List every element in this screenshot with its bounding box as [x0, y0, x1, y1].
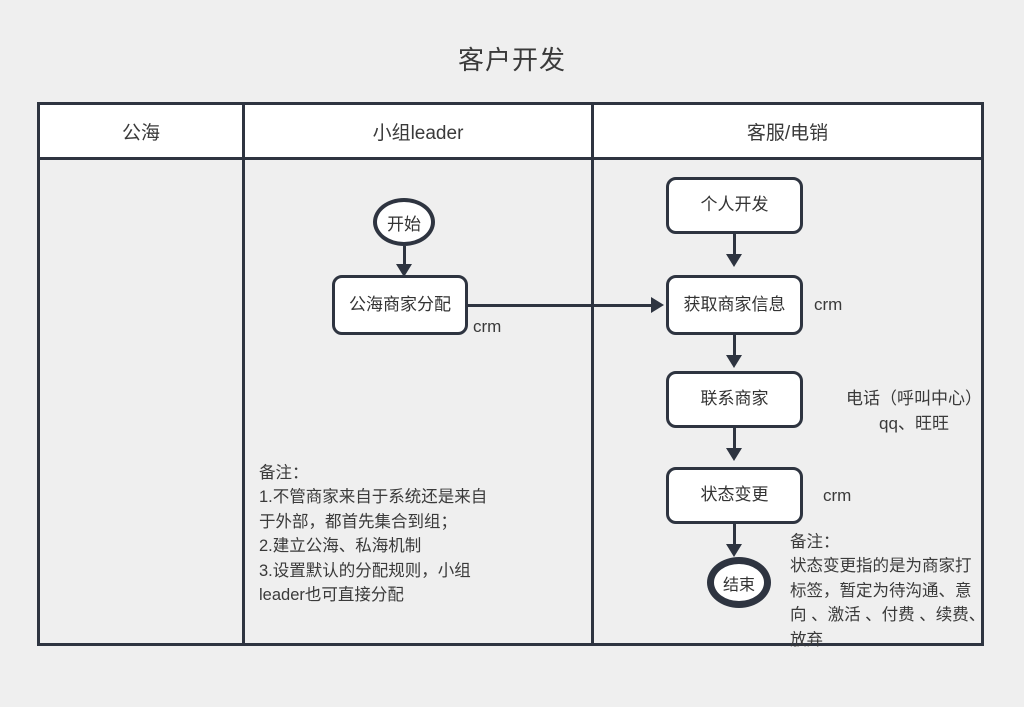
swimlane-diagram: 公海 小组leader 客服/电销 开始 公海商家分配 crm 备注： 1.不管… — [37, 102, 985, 649]
lane-header-service-telesales: 客服/电销 — [746, 122, 829, 144]
note-service-telesales: 备注： 状态变更指的是为商家打标签，暂定为待沟通、意向 、激活 、付费 、续费、… — [790, 533, 986, 649]
contact-channel-line-2: qq、旺旺 — [879, 413, 949, 433]
contact-channel-line-1: 电话（呼叫中心） — [846, 389, 982, 408]
edge-label-status-change-crm: crm — [823, 486, 852, 505]
connector-start-to-allocate — [403, 246, 406, 266]
arrowhead-start-to-allocate — [396, 264, 412, 277]
side-label-contact-channels: 电话（呼叫中心） qq、旺旺 — [814, 387, 1014, 436]
connector-personal-dev-to-get-info — [733, 234, 736, 256]
lane-header-row: 公海 小组leader 客服/电销 — [40, 105, 981, 160]
connector-allocate-to-get-info — [468, 304, 653, 307]
arrowhead-contact-to-status-change — [726, 448, 742, 461]
lane-divider-2 — [591, 160, 594, 643]
arrowhead-status-change-to-end — [726, 544, 742, 557]
arrowhead-personal-dev-to-get-info — [726, 254, 742, 267]
note-group-leader: 备注： 1.不管商家来自于系统还是来自于外部，都首先集合到组； 2.建立公海、私… — [259, 464, 488, 605]
connector-status-change-to-end — [733, 524, 736, 546]
node-end[interactable]: 结束 — [707, 557, 771, 608]
lane-header-public-pool: 公海 — [40, 105, 245, 157]
node-status-change[interactable]: 状态变更 — [666, 467, 803, 524]
node-allocate-public-merchants[interactable]: 公海商家分配 — [332, 275, 468, 335]
node-personal-development[interactable]: 个人开发 — [666, 177, 803, 234]
page-title: 客户开发 — [457, 45, 566, 75]
lane-divider-1 — [242, 160, 245, 643]
connector-get-info-to-contact — [733, 335, 736, 357]
node-contact-merchant[interactable]: 联系商家 — [666, 371, 803, 428]
connector-contact-to-status-change — [733, 428, 736, 450]
node-get-merchant-info[interactable]: 获取商家信息 — [666, 275, 803, 335]
edge-label-allocate-crm: crm — [473, 317, 502, 336]
arrowhead-get-info-to-contact — [726, 355, 742, 368]
lane-header-group-leader: 小组leader — [245, 105, 594, 157]
edge-label-get-info-crm: crm — [814, 295, 843, 314]
node-start[interactable]: 开始 — [373, 198, 435, 246]
arrowhead-allocate-to-get-info — [651, 297, 664, 313]
